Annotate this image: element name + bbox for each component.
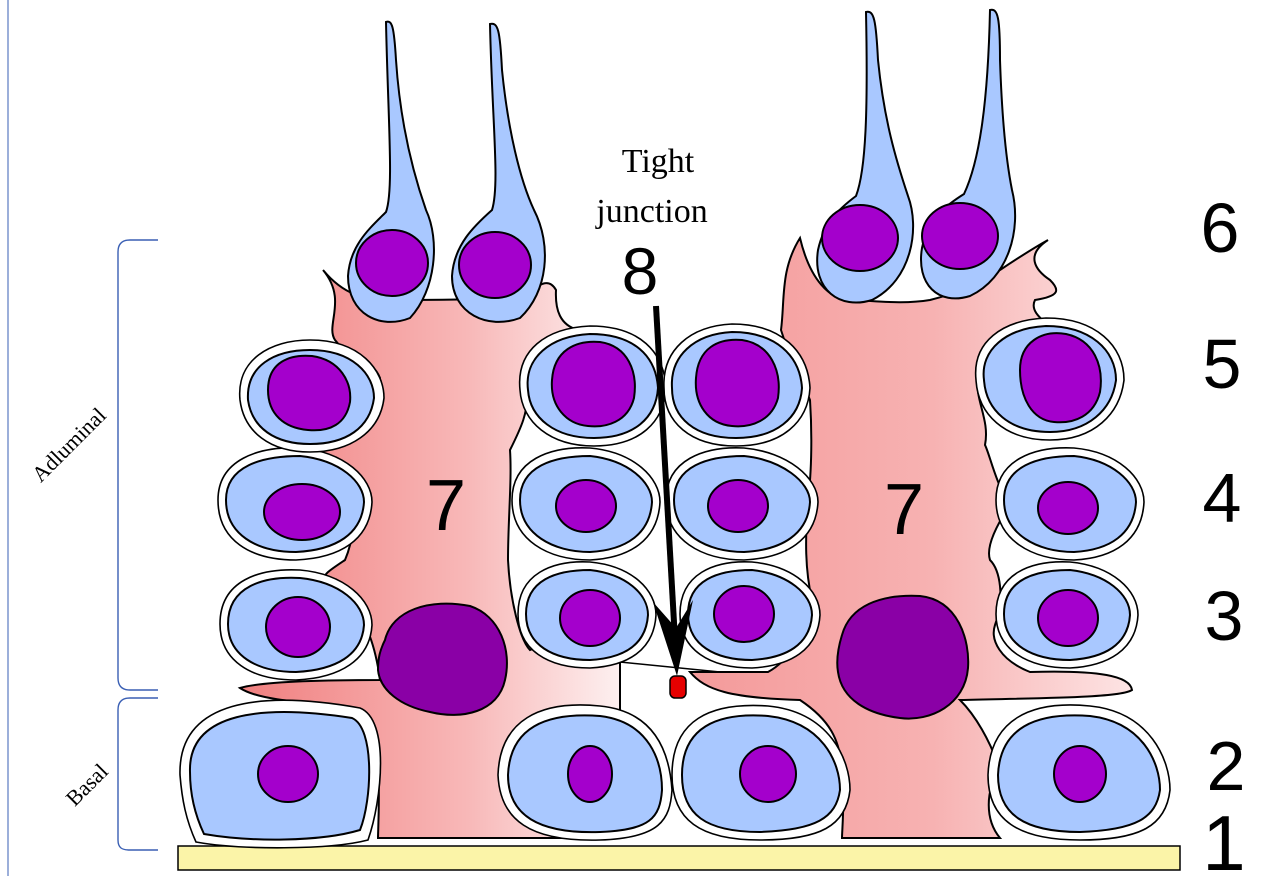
label-5-spermatid: 5 <box>1203 325 1242 403</box>
label-3-primary-spermatocyte: 3 <box>1205 577 1244 655</box>
label-1-basement-membrane: 1 <box>1202 799 1245 876</box>
label-8-tight-junction: 8 <box>622 234 659 308</box>
primary-spermatocyte <box>996 562 1138 668</box>
spermatogonium <box>672 705 850 840</box>
label-6-spermatozoa: 6 <box>1201 189 1240 267</box>
label-7-sertoli-right: 7 <box>884 470 924 550</box>
spermatid <box>520 326 666 446</box>
primary-spermatocyte <box>680 562 820 668</box>
spermatogonium <box>988 705 1170 840</box>
tight-junction-membrane <box>620 662 720 672</box>
label-7-sertoli-left: 7 <box>426 466 466 546</box>
secondary-spermatocyte <box>996 448 1144 560</box>
label-2-spermatogonia: 2 <box>1207 727 1246 805</box>
spermatogonium <box>498 705 672 840</box>
spermatogonia-row <box>180 700 1170 847</box>
label-junction: junction <box>595 193 707 230</box>
spermatid <box>976 318 1124 440</box>
spermatogonium <box>180 700 381 847</box>
secondary-spermatocyte <box>666 448 818 560</box>
basal-bracket <box>118 698 158 850</box>
label-basal: Basal <box>61 759 113 811</box>
spermatozoon <box>452 24 545 322</box>
spermatozoon <box>817 12 913 303</box>
primary-spermatocyte <box>220 570 372 680</box>
primary-spermatocyte <box>518 562 656 668</box>
secondary-spermatocyte <box>512 448 660 560</box>
spermatid <box>240 340 384 452</box>
label-adluminal: Adluminal <box>27 403 111 487</box>
basement-membrane <box>178 846 1180 870</box>
label-4-secondary-spermatocyte: 4 <box>1203 459 1242 537</box>
adluminal-bracket <box>118 240 158 690</box>
spermatid <box>664 324 810 446</box>
sertoli-nucleus-right <box>837 596 968 719</box>
spermatozoon <box>921 10 1015 299</box>
secondary-spermatocyte <box>218 448 372 560</box>
tight-junction-marker <box>670 676 686 698</box>
spermatozoon <box>348 22 434 322</box>
label-tight: Tight <box>622 143 695 180</box>
sertoli-nucleus-left <box>378 604 507 715</box>
